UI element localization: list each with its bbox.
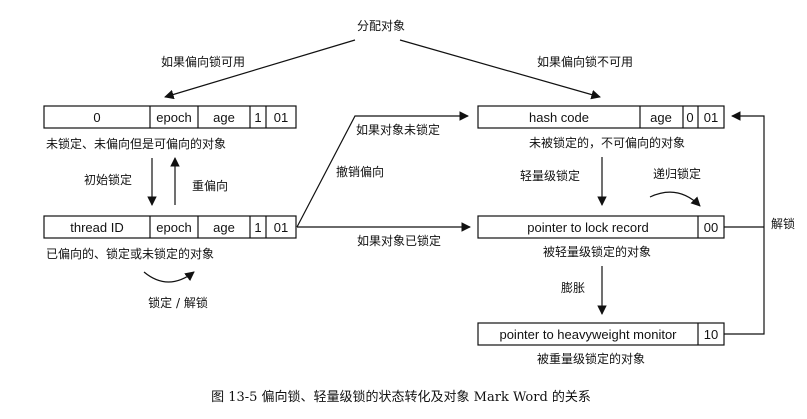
- cell-lock-record-pointer: pointer to lock record: [527, 220, 648, 235]
- lightweight-lock-label: 轻量级锁定: [520, 168, 580, 183]
- cell-age: age: [650, 110, 672, 125]
- revoke-bias-label: 撤销偏向: [336, 164, 384, 179]
- cell-bias-bit: 1: [254, 110, 261, 125]
- inflate-label: 膨胀: [561, 281, 585, 295]
- biased-lock-available-label: 如果偏向锁可用: [161, 54, 245, 69]
- if-locked-label: 如果对象已锁定: [357, 233, 441, 248]
- arrow-unlock-return: [724, 111, 765, 335]
- figure-caption: 图 13-5 偏向锁、轻量级锁的状态转化及对象 Mark Word 的关系: [211, 389, 591, 405]
- if-unlocked-label: 如果对象未锁定: [356, 122, 440, 137]
- mark-word-lightweight: pointer to lock record 00: [477, 215, 725, 239]
- arrow-recursive-lock: [649, 191, 701, 207]
- heavyweight-caption: 被重量级锁定的对象: [537, 351, 645, 366]
- cell-zero: 0: [93, 110, 100, 125]
- cell-epoch: epoch: [156, 110, 191, 125]
- mark-word-unlocked-non-biasable: hash code age 0 01: [477, 105, 725, 129]
- recursive-lock-label: 递归锁定: [653, 166, 701, 181]
- biased-caption: 已偏向的、锁定或未锁定的对象: [46, 246, 214, 261]
- arrow-lock-unlock: [143, 271, 195, 283]
- lightweight-caption: 被轻量级锁定的对象: [543, 244, 651, 259]
- unlock-label: 解锁: [771, 216, 795, 231]
- cell-lock-bits: 01: [274, 220, 288, 235]
- cell-thread-id: thread ID: [70, 220, 123, 235]
- mark-word-heavyweight: pointer to heavyweight monitor 10: [477, 322, 725, 346]
- unlocked-non-biasable-caption: 未被锁定的，不可偏向的对象: [529, 135, 685, 150]
- unlocked-biasable-caption: 未锁定、未偏向但是可偏向的对象: [46, 136, 226, 151]
- cell-bias-bit: 0: [686, 110, 693, 125]
- cell-lock-bits: 01: [274, 110, 288, 125]
- cell-age: age: [213, 110, 235, 125]
- cell-lock-bits: 10: [704, 327, 718, 342]
- arrow-revoke-to-unlocked: [296, 111, 469, 228]
- cell-bias-bit: 1: [254, 220, 261, 235]
- arrow-to-biasable: [164, 39, 356, 100]
- cell-lock-bits: 00: [704, 220, 718, 235]
- cell-epoch: epoch: [156, 220, 191, 235]
- cell-age: age: [213, 220, 235, 235]
- cell-hash-code: hash code: [529, 110, 589, 125]
- mark-word-biased: thread ID epoch age 1 01: [43, 215, 297, 239]
- rebias-label: 重偏向: [192, 178, 228, 193]
- cell-monitor-pointer: pointer to heavyweight monitor: [499, 327, 677, 342]
- allocate-object-label: 分配对象: [357, 19, 405, 33]
- lock-unlock-label: 锁定 / 解锁: [148, 295, 208, 310]
- biased-lock-unavailable-label: 如果偏向锁不可用: [537, 54, 633, 69]
- cell-lock-bits: 01: [704, 110, 718, 125]
- mark-word-unlocked-biasable: 0 epoch age 1 01: [43, 105, 297, 129]
- initial-lock-label: 初始锁定: [84, 172, 132, 187]
- arrow-to-non-biasable: [399, 39, 601, 100]
